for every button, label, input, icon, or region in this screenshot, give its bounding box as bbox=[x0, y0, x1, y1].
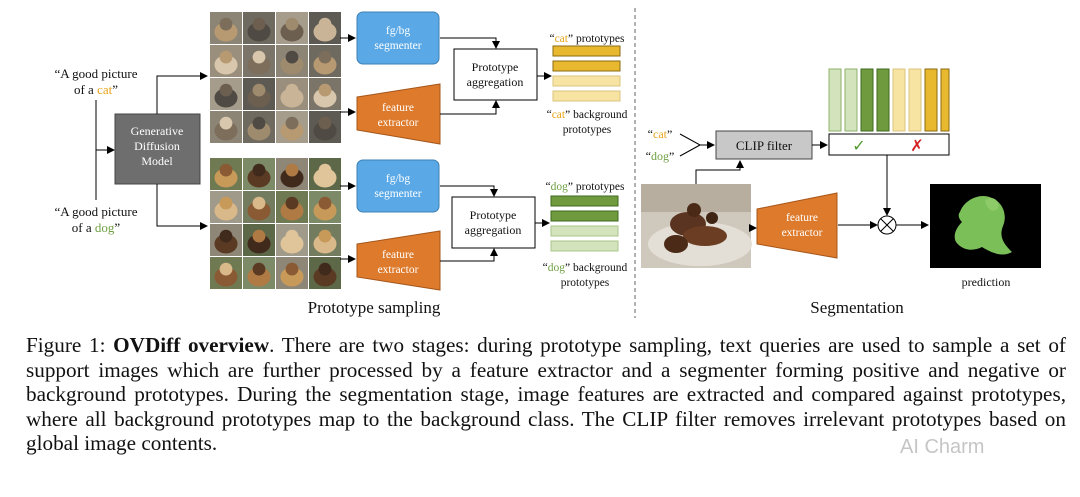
watermark: AI Charm bbox=[900, 436, 985, 458]
dog-background-label-2: prototypes bbox=[561, 277, 610, 289]
cat-segmenter-to-agg-arrow bbox=[440, 37, 500, 49]
reject-cross-icon: ✗ bbox=[910, 136, 923, 155]
dog-background-prototype-bar bbox=[550, 225, 619, 237]
model-label-3: Model bbox=[141, 154, 173, 168]
dog-agg-label-1: Prototype bbox=[470, 208, 517, 222]
dog-segmenter-label-1: fg/bg bbox=[386, 173, 411, 185]
dog-prototypes-label: “dog” prototypes bbox=[546, 181, 625, 193]
cat-prompt-line1: “A good picture bbox=[54, 66, 137, 81]
cat-extractor-label-2: extractor bbox=[378, 117, 419, 129]
cat-prompt-word: cat bbox=[97, 82, 113, 97]
dog-background-prototype-bar bbox=[550, 240, 619, 252]
dog-prototype-stack bbox=[550, 195, 619, 252]
cat-agg-label-2: aggregation bbox=[467, 75, 524, 89]
prediction-mask bbox=[930, 184, 1041, 268]
cat-prototype-stack bbox=[552, 45, 621, 102]
dog-prompt-post: ” bbox=[114, 220, 120, 235]
model-label-2: Diffusion bbox=[134, 139, 180, 153]
cat-prototype-bar bbox=[552, 45, 621, 57]
svg-text:of a dog”: of a dog” bbox=[72, 220, 121, 235]
cat-sample-images bbox=[210, 12, 341, 143]
cat-segmenter bbox=[356, 11, 440, 65]
dog-background-label: “dog” background bbox=[543, 262, 628, 274]
accept-check-icon: ✓ bbox=[852, 136, 865, 155]
clip-filter-result-box bbox=[828, 133, 950, 156]
cat-prototype-aggregation bbox=[453, 48, 538, 101]
query-cat-arrow bbox=[679, 133, 715, 149]
dog-prompt-pre: of a bbox=[72, 220, 95, 235]
cat-prompt: “A good picture of a cat” bbox=[54, 66, 137, 97]
dog-prompt: “A good picture of a dog” bbox=[54, 204, 137, 235]
stage-label-segmentation: Segmentation bbox=[810, 298, 904, 317]
figure-caption: Figure 1: OVDiff overview. There are two… bbox=[26, 333, 1066, 456]
model-label-1: Generative bbox=[131, 124, 184, 138]
model-to-dog-grid-arrow bbox=[156, 184, 208, 230]
dog-segmenter-label-2: segmenter bbox=[374, 188, 421, 200]
svg-text:of a cat”: of a cat” bbox=[74, 82, 118, 97]
dog-extractor-to-agg-arrow bbox=[440, 248, 498, 262]
dog-prompt-word: dog bbox=[95, 220, 115, 235]
cat-agg-label-1: Prototype bbox=[472, 60, 519, 74]
query-extractor-label-1: feature bbox=[786, 212, 818, 224]
clip-filter-label: CLIP filter bbox=[736, 138, 793, 153]
cat-prompt-post: ” bbox=[112, 82, 118, 97]
cat-background-prototype-bar bbox=[552, 90, 621, 102]
clip-filter bbox=[715, 130, 813, 160]
cat-segmenter-label-2: segmenter bbox=[374, 40, 421, 52]
query-feature-extractor bbox=[756, 192, 838, 259]
cat-extractor-label-1: feature bbox=[382, 102, 414, 114]
cat-prompt-pre: of a bbox=[74, 82, 97, 97]
dog-extractor-label-1: feature bbox=[382, 249, 414, 261]
dog-segmenter-to-agg-arrow bbox=[440, 185, 498, 197]
dog-prototype-bar bbox=[550, 195, 619, 207]
caption-text: . There are two stages: during prototype… bbox=[26, 333, 1066, 456]
dog-feature-extractor bbox=[356, 230, 441, 291]
cat-background-label: “cat” background bbox=[547, 109, 628, 121]
stage-label-sampling: Prototype sampling bbox=[308, 298, 441, 317]
generative-diffusion-model bbox=[114, 113, 201, 185]
cat-prototypes-label: “cat” prototypes bbox=[549, 33, 625, 45]
query-dog: “dog” bbox=[646, 149, 675, 163]
cat-prototype-bar bbox=[552, 60, 621, 72]
dog-sample-images bbox=[210, 158, 341, 289]
image-to-clip-arrow bbox=[695, 160, 744, 184]
query-cat: “cat” bbox=[648, 127, 673, 141]
caption-title: OVDiff overview bbox=[113, 333, 270, 357]
cat-background-label-2: prototypes bbox=[563, 124, 612, 136]
cat-background-prototype-bar bbox=[552, 75, 621, 87]
cat-segmenter-label-1: fg/bg bbox=[386, 25, 411, 37]
dog-prototype-aggregation bbox=[451, 196, 536, 249]
dog-prompt-line1: “A good picture bbox=[54, 204, 137, 219]
dog-prototype-bar bbox=[550, 210, 619, 222]
dog-extractor-label-2: extractor bbox=[378, 264, 419, 276]
cat-feature-extractor bbox=[356, 83, 441, 145]
model-to-cat-grid-arrow bbox=[156, 72, 208, 114]
query-dog-arrow bbox=[679, 144, 701, 157]
dog-segmenter bbox=[356, 159, 440, 213]
ovdiff-diagram: “A good picture of a cat” “A good pictur… bbox=[54, 8, 1041, 318]
query-extractor-label-2: extractor bbox=[782, 227, 823, 239]
prediction-label: prediction bbox=[962, 275, 1011, 289]
query-image-dogs bbox=[641, 184, 752, 268]
dog-agg-label-2: aggregation bbox=[465, 223, 522, 237]
cat-extractor-to-agg-arrow bbox=[440, 100, 500, 115]
caption-label: Figure 1: bbox=[26, 333, 114, 357]
clip-prototype-bars bbox=[828, 68, 950, 132]
